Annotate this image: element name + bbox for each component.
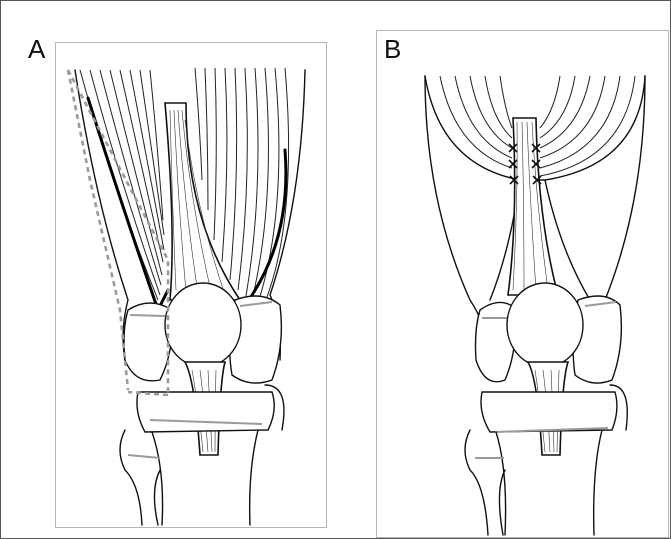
panel-a-left-muscle-fibers <box>80 70 164 300</box>
panel-b-patella <box>507 283 583 367</box>
panel-a-tibia-plateau <box>137 392 274 432</box>
panel-b-tibia-plateau <box>481 392 617 432</box>
panel-a-quadriceps-tendon <box>165 103 240 300</box>
panel-a-drawing <box>68 68 305 525</box>
panel-a-growth-line-1 <box>130 315 165 316</box>
panel-a-fibula-growth-line <box>128 455 160 458</box>
panel-a-patella <box>165 283 241 367</box>
panel-b-thigh-left-edge <box>425 76 486 360</box>
panel-a-fibula <box>120 430 160 525</box>
panel-b-drawing <box>425 76 645 535</box>
panel-a-lateral-muscle-border <box>246 150 286 304</box>
